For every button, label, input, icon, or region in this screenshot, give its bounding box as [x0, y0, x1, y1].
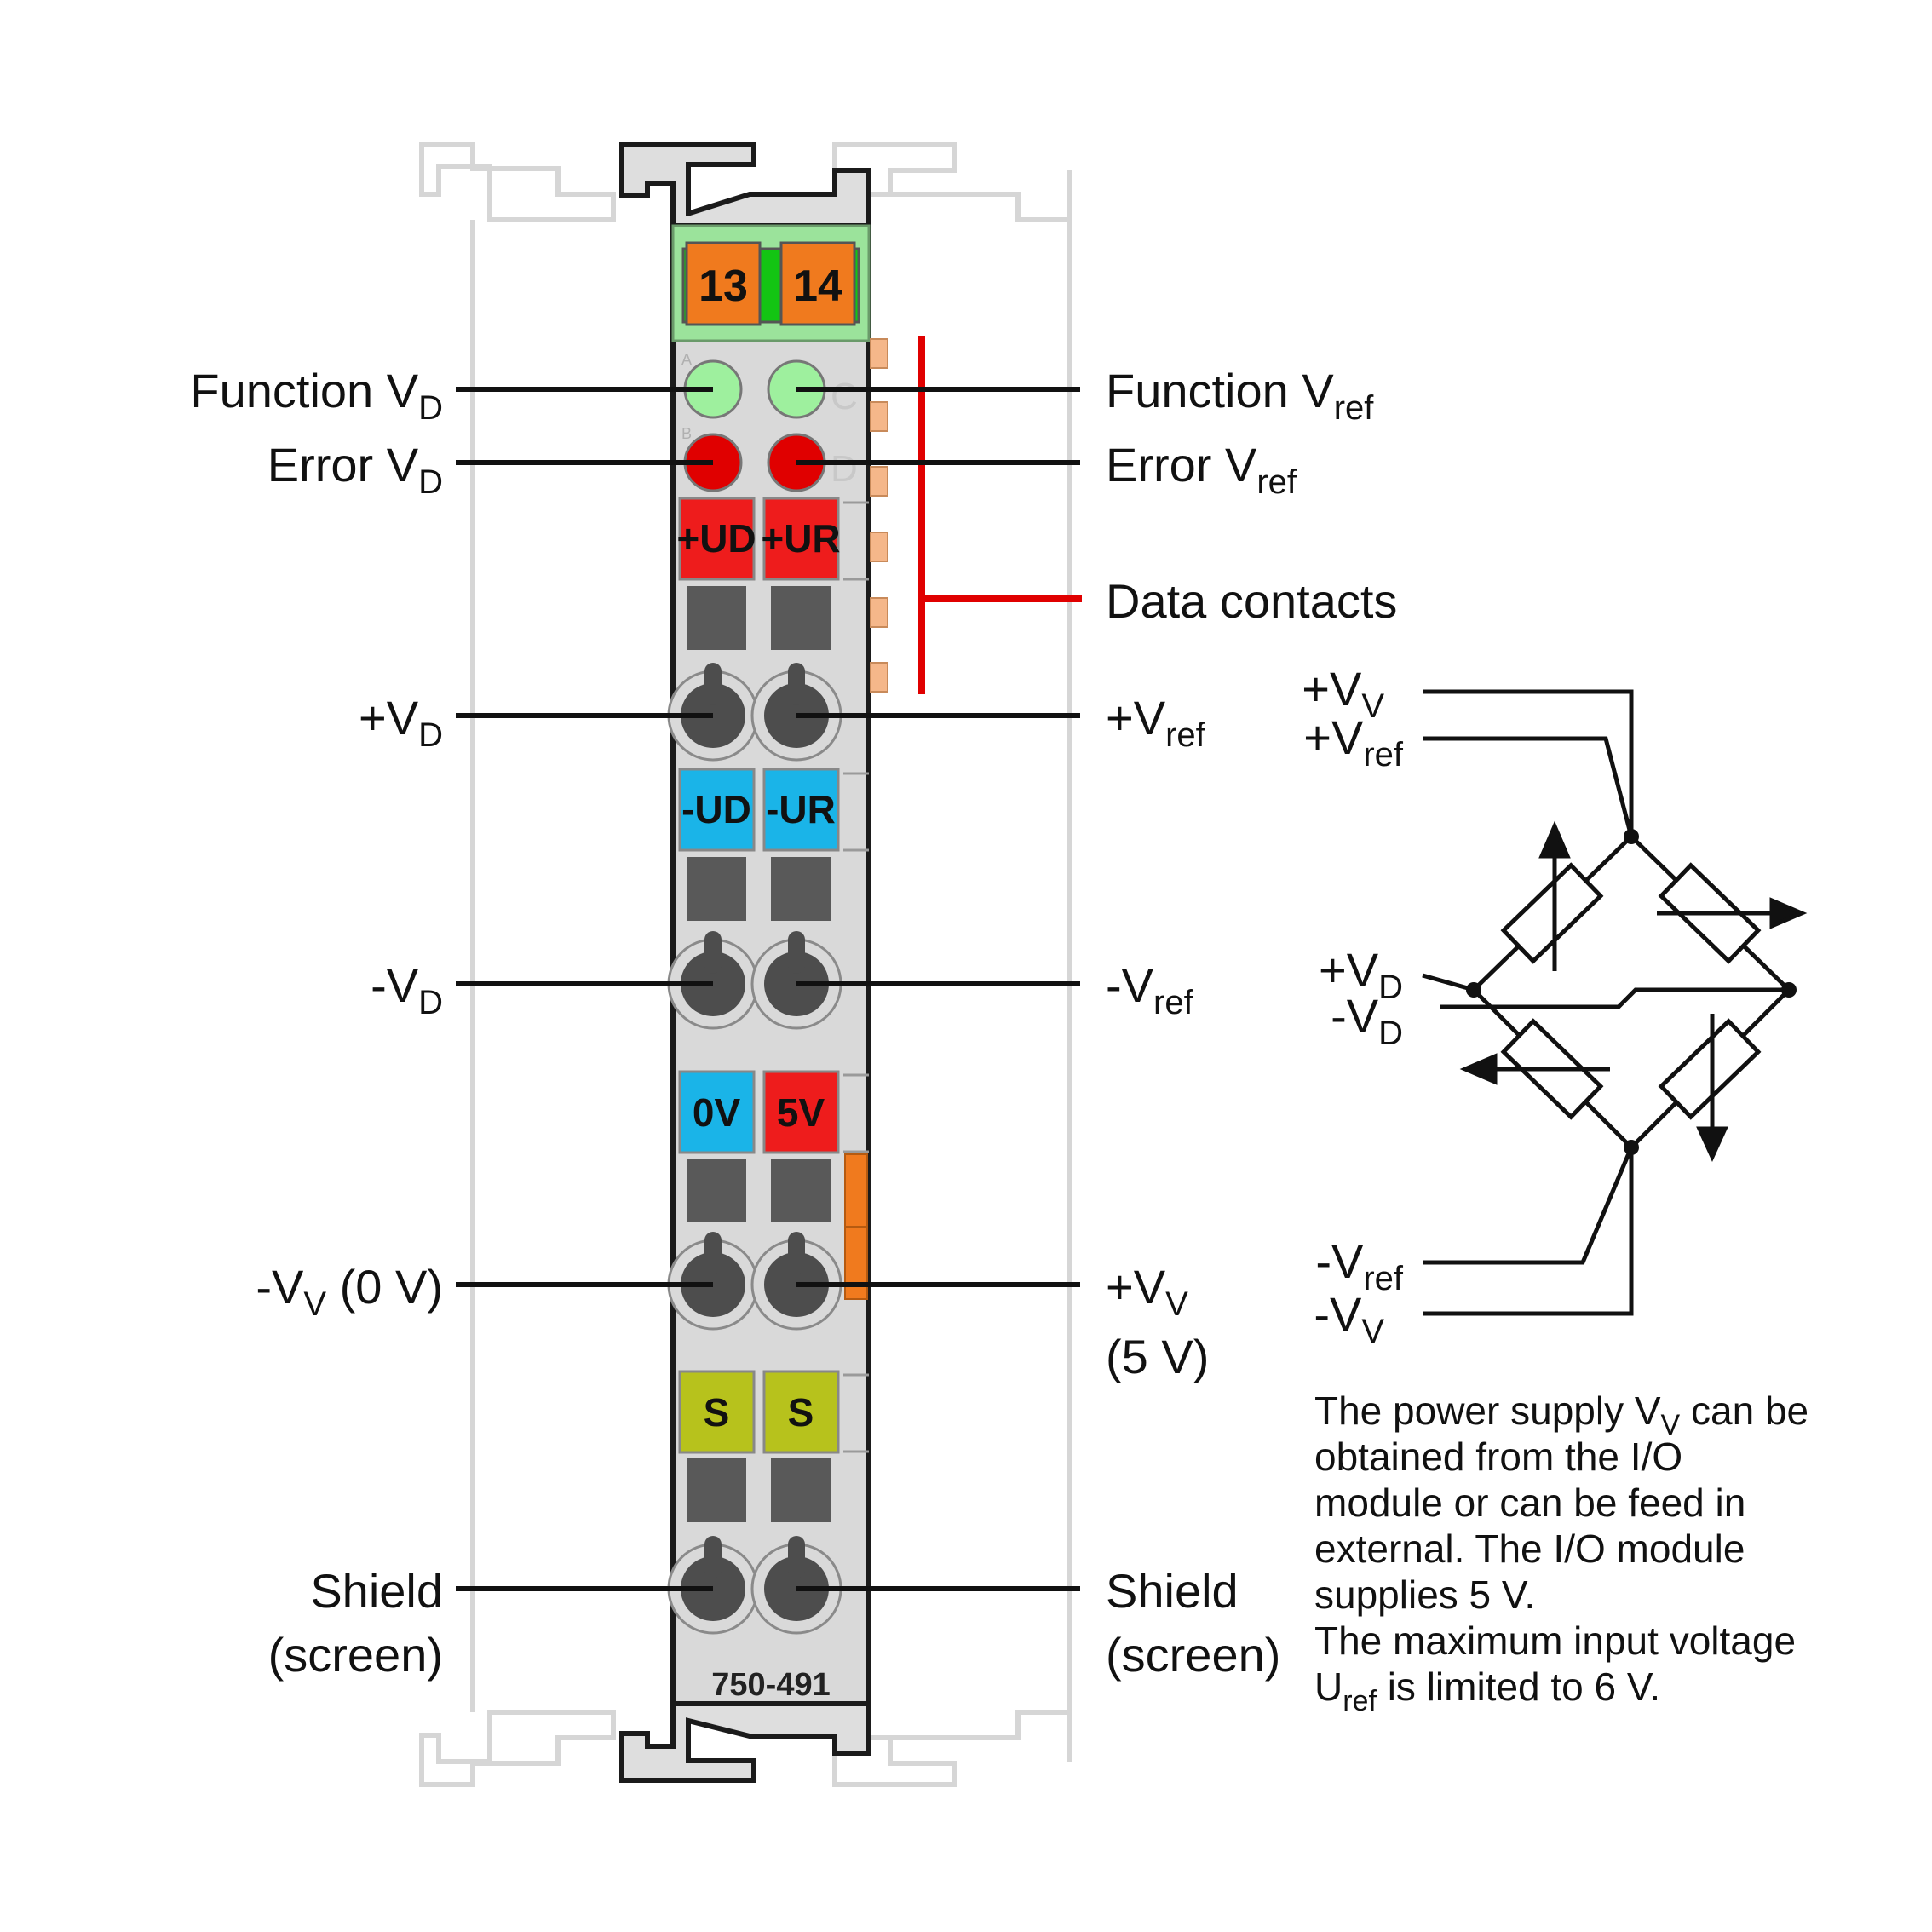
terminal-group-2: -UD -UR: [667, 768, 842, 1030]
bridge-circuit: +VV +Vref +VD -VD -Vref -VV: [1302, 662, 1808, 1350]
label-function-vd: Function VD: [190, 364, 443, 427]
power-jumper-contact: [844, 1153, 868, 1232]
terminal-tag-minus-ur: [762, 768, 840, 852]
resistor-bottom-right: [1658, 1018, 1762, 1120]
explanatory-note: The power supply VV can be obtained from…: [1314, 1389, 1808, 1717]
label-plus-vv-voltage: (5 V): [1106, 1330, 1209, 1383]
spring-slot: [687, 1159, 746, 1222]
note-line-4: external. The I/O module: [1314, 1527, 1745, 1571]
resistor-top-left: [1500, 862, 1604, 964]
terminal-tag-minus-ud-label: -UD: [681, 787, 751, 831]
spring-slot: [687, 857, 746, 921]
terminal-tag-plus-ur-label: +UR: [761, 516, 840, 561]
label-minus-vv: -VV (0 V): [256, 1260, 443, 1323]
bottom-rail-clip: [619, 1697, 871, 1783]
terminal-tag-0v: [678, 1070, 756, 1154]
label-plus-vd: +VD: [359, 691, 443, 754]
spring-slot: [771, 1159, 831, 1222]
note-line-1: The power supply VV can be: [1314, 1389, 1808, 1441]
note-line-3: module or can be feed in: [1314, 1481, 1745, 1525]
led-letter-d: D: [831, 448, 858, 490]
bridge-label-minus-vv: -VV: [1314, 1287, 1384, 1350]
label-error-vd: Error VD: [267, 438, 443, 501]
terminal-tag-5v-label: 5V: [777, 1090, 825, 1135]
spring-slot: [687, 1458, 746, 1522]
top-rail-clip: [619, 142, 871, 228]
note-line-6: The maximum input voltage: [1314, 1619, 1796, 1663]
terminal-tag-s-left: [678, 1370, 756, 1454]
label-minus-vd: -VD: [371, 958, 443, 1021]
data-contacts: [870, 338, 888, 693]
left-labels: Function VD Error VD +VD -VD -VV (0 V) S…: [190, 364, 443, 1682]
label-shield-right: Shield: [1106, 1564, 1239, 1618]
spring-slot: [771, 857, 831, 921]
connector-13: [685, 241, 762, 326]
terminal-tag-minus-ur-label: -UR: [766, 787, 836, 831]
note-line-7: Uref is limited to 6 V.: [1314, 1665, 1660, 1717]
label-error-vref: Error Vref: [1106, 438, 1297, 501]
label-shield-left: Shield: [310, 1564, 443, 1618]
spring-slot: [771, 586, 831, 650]
terminal-tag-minus-ud: [678, 768, 756, 852]
label-plus-vv: +VV: [1106, 1260, 1188, 1323]
connector-13-label: 13: [699, 262, 748, 311]
led-letter-c: C: [831, 376, 858, 417]
connector-14: [779, 241, 856, 326]
terminal-tag-s-left-label: S: [704, 1390, 730, 1435]
spring-slot: [771, 1458, 831, 1522]
terminal-tag-s-right-label: S: [788, 1390, 814, 1435]
leader-lines: [456, 387, 1080, 1591]
bridge-label-minus-vd: -VD: [1331, 989, 1403, 1052]
label-shield-right-sub: (screen): [1106, 1628, 1280, 1682]
bridge-label-plus-vref: +Vref: [1303, 710, 1404, 773]
label-data-contacts: Data contacts: [1106, 574, 1397, 628]
led-letter-b: B: [681, 425, 692, 442]
power-jumper-contact: [844, 1226, 868, 1300]
label-shield-left-sub: (screen): [268, 1628, 443, 1682]
label-minus-vref: -Vref: [1106, 958, 1194, 1021]
connector-14-label: 14: [793, 262, 842, 311]
label-function-vref: Function Vref: [1106, 364, 1374, 427]
terminal-tag-5v: [762, 1070, 840, 1154]
spring-slot: [687, 586, 746, 650]
terminal-tag-s-right: [762, 1370, 840, 1454]
terminal-group-4: S S: [667, 1370, 842, 1635]
module-model-number: 750-491: [711, 1667, 830, 1703]
terminal-tag-plus-ud-label: +UD: [676, 516, 756, 561]
bridge-label-plus-vd: +VD: [1319, 943, 1403, 1006]
right-labels: Function Vref Error Vref Data contacts +…: [1106, 364, 1397, 1682]
data-contacts-bracket: [918, 336, 1082, 694]
terminal-tag-plus-ud: [678, 497, 756, 581]
label-plus-vref: +Vref: [1106, 691, 1206, 754]
bridge-label-minus-vref: -Vref: [1315, 1234, 1404, 1297]
note-line-2: obtained from the I/O: [1314, 1435, 1682, 1479]
terminal-tag-0v-label: 0V: [693, 1090, 741, 1135]
bridge-label-plus-vv: +VV: [1302, 662, 1384, 725]
terminal-tag-plus-ur: [762, 497, 840, 581]
led-letter-a: A: [681, 351, 692, 368]
note-line-5: supplies 5 V.: [1314, 1573, 1535, 1617]
